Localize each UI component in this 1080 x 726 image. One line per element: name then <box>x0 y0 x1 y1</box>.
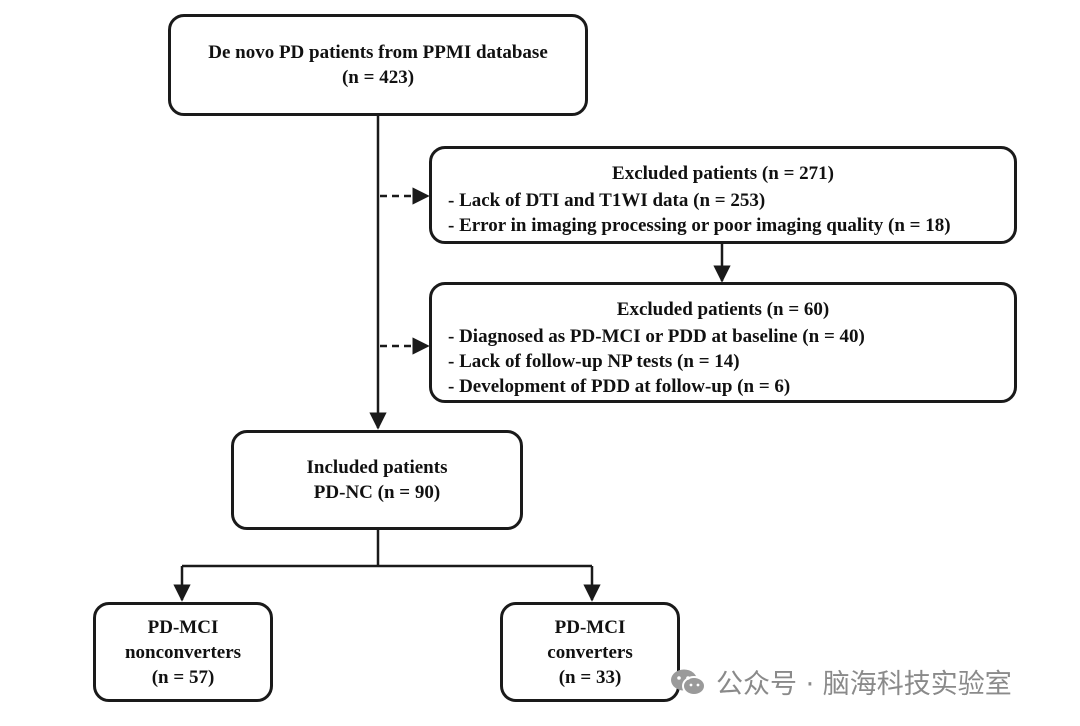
source-count: (n = 423) <box>341 67 415 88</box>
nonconverters-box: PD-MCI nonconverters (n = 57) <box>93 602 273 702</box>
excluded-2-item: - Lack of follow-up NP tests (n = 14) <box>448 351 740 372</box>
wechat-icon <box>671 669 706 696</box>
excluded-1-item: - Error in imaging processing or poor im… <box>448 215 951 236</box>
excluded-2-title: Excluded patients (n = 60) <box>616 299 830 320</box>
converters-line-1: PD-MCI <box>554 616 626 638</box>
watermark-text: 公众号 · 脑海科技实验室 <box>716 669 1012 700</box>
nonconverters-line-2: nonconverters <box>124 641 242 663</box>
excluded-1-item: - Lack of DTI and T1WI data (n = 253) <box>448 190 766 211</box>
nonconverters-line-1: PD-MCI <box>147 616 219 638</box>
excluded-2-item: - Development of PDD at follow-up (n = 6… <box>448 376 791 397</box>
watermark: 公众号 · 脑海科技实验室 <box>668 662 1012 701</box>
included-count: PD-NC (n = 90) <box>313 482 441 503</box>
source-population-box: De novo PD patients from PPMI database (… <box>168 14 588 116</box>
included-box: Included patients PD-NC (n = 90) <box>231 430 523 530</box>
excluded-box-1: Excluded patients (n = 271) - Lack of DT… <box>429 146 1017 244</box>
converters-count: (n = 33) <box>558 666 622 688</box>
converters-line-2: converters <box>547 641 633 663</box>
nonconverters-count: (n = 57) <box>151 666 215 688</box>
excluded-2-item: - Diagnosed as PD-MCI or PDD at baseline… <box>448 326 865 347</box>
source-title: De novo PD patients from PPMI database <box>208 42 548 63</box>
converters-box: PD-MCI converters (n = 33) <box>500 602 680 702</box>
excluded-box-2: Excluded patients (n = 60) - Diagnosed a… <box>429 282 1017 403</box>
excluded-1-title: Excluded patients (n = 271) <box>612 163 834 184</box>
included-title: Included patients <box>306 457 448 478</box>
